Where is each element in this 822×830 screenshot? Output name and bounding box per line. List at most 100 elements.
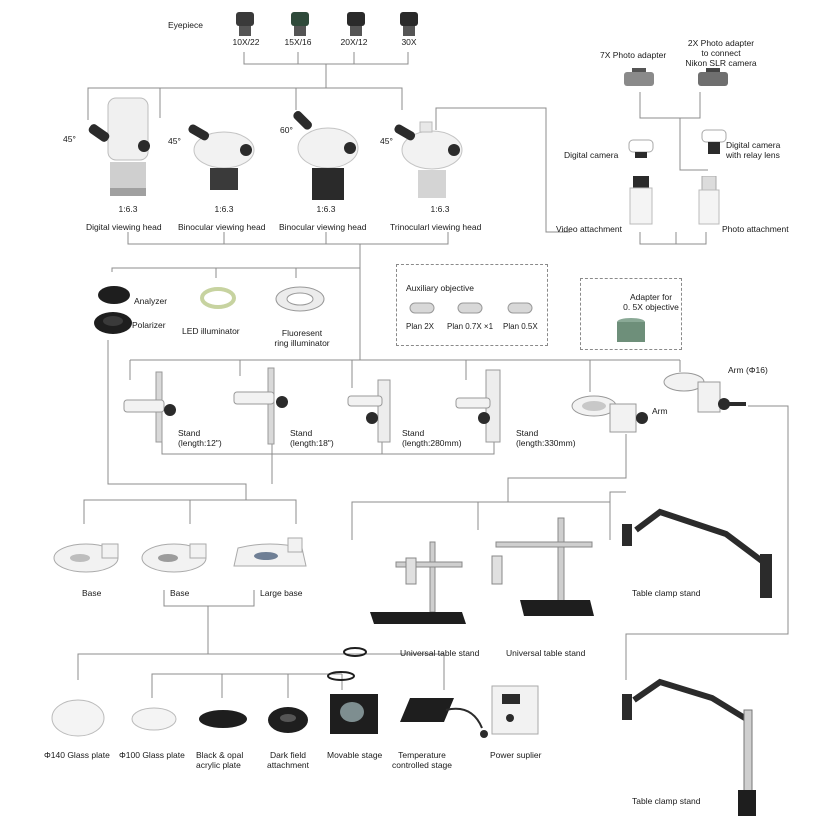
video-attachment-icon bbox=[629, 176, 653, 225]
stand-label-18: Stand (length:18") bbox=[290, 428, 334, 448]
plan-07x-icon bbox=[457, 302, 483, 314]
eyepiece-15x-icon bbox=[291, 12, 309, 36]
universal-table-stand-2-icon bbox=[491, 517, 594, 616]
plate-label-power-supplier: Power suplier bbox=[490, 750, 542, 760]
binocular-head-2-icon bbox=[293, 111, 359, 200]
temperature-stage-icon bbox=[400, 698, 488, 738]
plate-label-movable-stage: Movable stage bbox=[327, 750, 383, 760]
eyepiece-label-10x: 10X/22 bbox=[232, 37, 260, 47]
acrylic-plate-icon bbox=[199, 710, 247, 728]
arm-label: Arm bbox=[652, 406, 668, 416]
large-base-icon bbox=[233, 537, 307, 567]
auxiliary-title: Auxiliary objective bbox=[406, 283, 475, 293]
movable-stage-icon bbox=[330, 694, 378, 734]
arm-16-icon bbox=[663, 372, 746, 413]
head-angle-4: 45° bbox=[380, 136, 393, 146]
arm-icon bbox=[571, 395, 648, 433]
base-label-large: Large base bbox=[260, 588, 303, 598]
digital-camera-relay-label: Digital camera with relay lens bbox=[726, 140, 781, 160]
stand-label-280: Stand (length:280mm) bbox=[402, 428, 462, 448]
binocular-head-1-icon bbox=[188, 124, 255, 190]
stage-ring-2-icon bbox=[327, 671, 355, 681]
auxiliary-objective-box bbox=[396, 264, 548, 346]
head-ratio-1: 1:6.3 bbox=[118, 204, 138, 214]
polarizer-label: Polarizer bbox=[132, 320, 166, 330]
stand-330-icon bbox=[455, 369, 501, 443]
head-angle-2: 45° bbox=[168, 136, 181, 146]
head-name-binocular-2: Binocular viewing head bbox=[279, 222, 367, 232]
head-ratio-3: 1:6.3 bbox=[316, 204, 336, 214]
table-clamp-stand-2-icon bbox=[622, 678, 756, 816]
polarizer-icon bbox=[94, 312, 132, 334]
led-illuminator-icon bbox=[200, 287, 236, 309]
analyzer-label: Analyzer bbox=[134, 296, 168, 306]
head-ratio-4: 1:6.3 bbox=[430, 204, 450, 214]
head-angle-3: 60° bbox=[280, 125, 293, 135]
adapter-05x-box bbox=[580, 278, 682, 350]
plate-label-glass-140: Φ140 Glass plate bbox=[44, 750, 110, 760]
power-supplier-icon bbox=[491, 685, 539, 735]
plate-label-acrylic: Black & opal acrylic plate bbox=[196, 750, 244, 770]
plate-label-dark-field: Dark field attachment bbox=[266, 750, 310, 770]
plan-2x-icon bbox=[409, 302, 435, 314]
eyepiece-label-20x: 20X/12 bbox=[340, 37, 368, 47]
fluorescent-ring-label: Fluoresent ring illuminator bbox=[274, 328, 330, 348]
trinocular-head-icon bbox=[394, 121, 463, 198]
table-clamp-stand-label-2: Table clamp stand bbox=[632, 796, 701, 806]
adapter-7x-label: 7X Photo adapter bbox=[600, 50, 667, 60]
digital-viewing-head-icon bbox=[88, 97, 150, 196]
video-attachment-label: Video attachment bbox=[556, 224, 622, 234]
stand-12-icon bbox=[123, 371, 176, 443]
stand-280-icon bbox=[347, 379, 391, 443]
digital-camera-label: Digital camera bbox=[564, 150, 619, 160]
head-ratio-2: 1:6.3 bbox=[214, 204, 234, 214]
led-illuminator-label: LED illuminator bbox=[182, 326, 240, 336]
stand-label-12: Stand (length:12") bbox=[178, 428, 222, 448]
adapter-05x-icon bbox=[617, 318, 645, 342]
base-label-2: Base bbox=[170, 588, 190, 598]
stage-ring-1-icon bbox=[343, 647, 367, 657]
universal-table-stand-label-1: Universal table stand bbox=[400, 648, 480, 658]
universal-table-stand-1-icon bbox=[370, 541, 466, 624]
base-label-1: Base bbox=[82, 588, 102, 598]
universal-table-stand-label-2: Universal table stand bbox=[506, 648, 586, 658]
plan-05x-label: Plan 0.5X bbox=[503, 322, 538, 331]
photo-attachment-icon bbox=[698, 176, 720, 225]
base-2-icon bbox=[141, 543, 207, 573]
eyepiece-10x-icon bbox=[236, 12, 254, 36]
photo-attachment-label: Photo attachment bbox=[722, 224, 789, 234]
eyepiece-20x-icon bbox=[347, 12, 365, 36]
analyzer-icon bbox=[98, 286, 130, 304]
digital-camera-icon bbox=[628, 139, 654, 158]
head-name-binocular-1: Binocular viewing head bbox=[178, 222, 266, 232]
eyepiece-label-15x: 15X/16 bbox=[284, 37, 312, 47]
digital-camera-relay-icon bbox=[701, 129, 727, 154]
eyepiece-label-30x: 30X bbox=[401, 37, 417, 47]
head-name-digital: Digital viewing head bbox=[86, 222, 162, 232]
plan-07x-label: Plan 0.7X ×1 bbox=[447, 322, 494, 331]
plan-05x-icon bbox=[507, 302, 533, 314]
glass-plate-100-icon bbox=[131, 707, 177, 731]
photo-adapter-7x-icon bbox=[624, 68, 654, 86]
glass-plate-140-icon bbox=[51, 699, 105, 737]
eyepiece-title: Eyepiece bbox=[168, 20, 203, 30]
fluorescent-ring-icon bbox=[275, 286, 325, 312]
adapter-2x-label: 2X Photo adapter to connect Nikon SLR ca… bbox=[685, 38, 757, 68]
stand-label-330: Stand (length:330mm) bbox=[516, 428, 576, 448]
head-angle-1: 45° bbox=[63, 134, 76, 144]
plate-label-temperature-stage: Temperature controlled stage bbox=[391, 750, 452, 770]
table-clamp-stand-label-1: Table clamp stand bbox=[632, 588, 701, 598]
stand-18-icon bbox=[233, 367, 288, 445]
table-clamp-stand-1-icon bbox=[622, 508, 772, 598]
plate-label-glass-100: Φ100 Glass plate bbox=[119, 750, 185, 760]
base-1-icon bbox=[53, 543, 119, 573]
eyepiece-30x-icon bbox=[400, 12, 418, 36]
arm-16-label: Arm (Φ16) bbox=[728, 365, 768, 375]
head-name-trinocular: Trinocularl viewing head bbox=[390, 222, 482, 232]
plan-2x-label: Plan 2X bbox=[406, 322, 435, 331]
photo-adapter-2x-icon bbox=[698, 68, 728, 86]
adapter-05x-label: Adapter for 0. 5X objective bbox=[623, 292, 679, 312]
dark-field-attachment-icon bbox=[268, 707, 308, 733]
